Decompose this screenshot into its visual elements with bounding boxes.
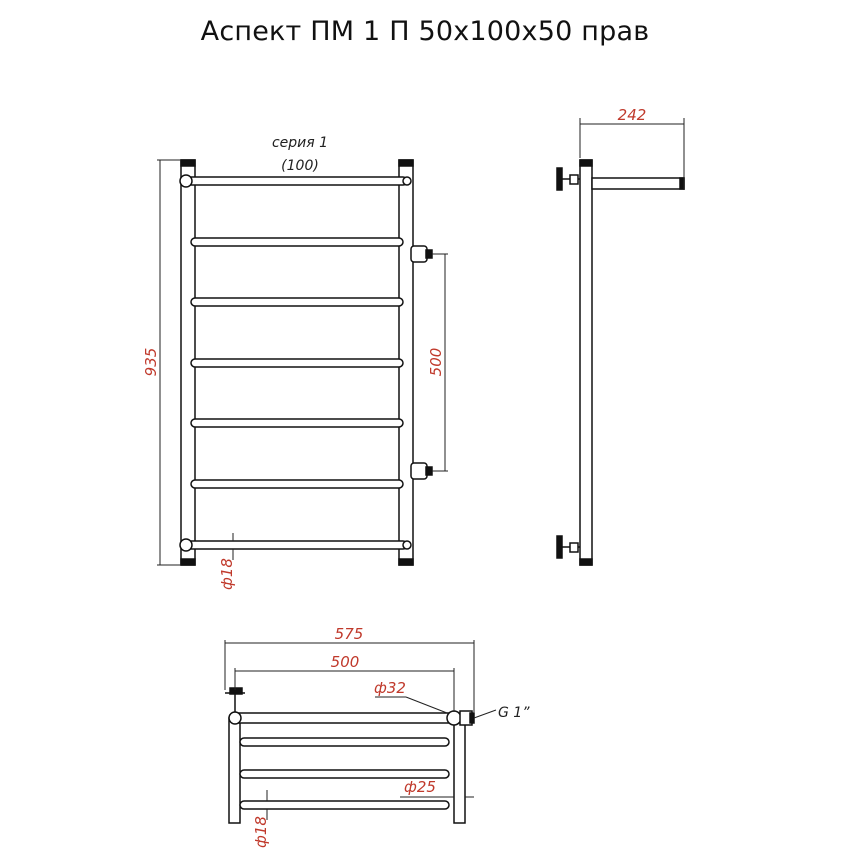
dim-overall-width-label: 575 bbox=[335, 625, 364, 643]
top-view bbox=[225, 687, 475, 824]
wall-mounts bbox=[556, 167, 580, 559]
dim-center-distance-label: 500 bbox=[427, 348, 445, 377]
product-title: Аспект ПМ 1 П 50х100х50 прав bbox=[200, 16, 650, 47]
series-code-label: (100) bbox=[281, 158, 319, 174]
dim-pipe-main bbox=[375, 696, 448, 714]
dim-pipe-bar-label: ф25 bbox=[404, 778, 436, 796]
dim-depth-label: 242 bbox=[618, 106, 647, 124]
side-view bbox=[556, 159, 685, 566]
dim-rung-bottom-label: ф18 bbox=[252, 816, 270, 848]
side-pipe bbox=[579, 159, 593, 566]
thread-leader bbox=[473, 709, 497, 719]
dim-rung-front-label: ф18 bbox=[218, 558, 236, 590]
dim-inner-width-label: 500 bbox=[331, 653, 360, 671]
series-label: серия 1 bbox=[272, 135, 328, 151]
dim-height-label: 935 bbox=[142, 348, 160, 377]
side-bar bbox=[591, 177, 685, 190]
front-view bbox=[179, 159, 433, 566]
thread-label: G 1” bbox=[498, 705, 530, 721]
rungs bbox=[186, 176, 408, 550]
dim-height bbox=[157, 159, 181, 566]
dim-depth bbox=[579, 118, 685, 190]
dim-overall-width bbox=[224, 640, 475, 712]
dim-inner-width bbox=[234, 668, 455, 712]
dim-pipe-main-label: ф32 bbox=[374, 679, 406, 697]
dim-center-distance bbox=[432, 253, 448, 472]
